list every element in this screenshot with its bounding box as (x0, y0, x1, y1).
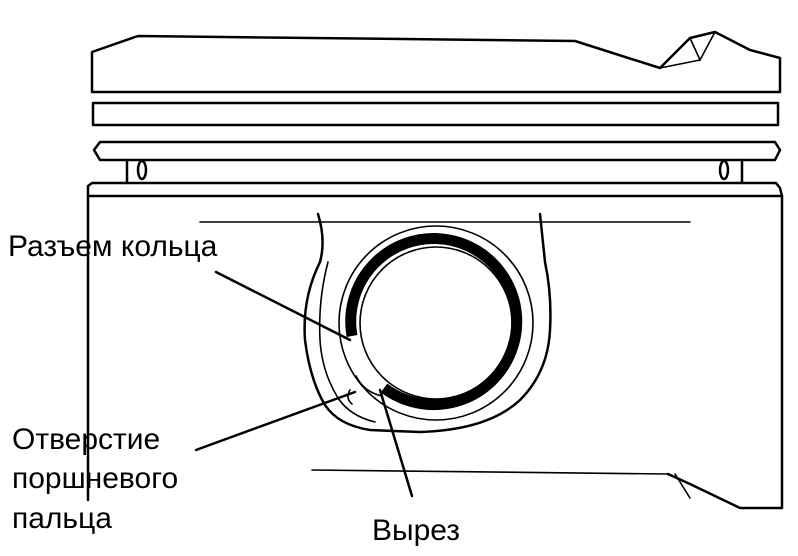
snap-ring-inner-edge (359, 246, 513, 400)
piston-skirt (86, 194, 784, 510)
label-pin-bore-line3: пальца (12, 502, 112, 535)
oil-ring-groove (125, 158, 744, 185)
leader-ring-gap (214, 270, 352, 342)
label-notch: Вырез (372, 514, 460, 547)
label-pin-bore-line2: поршневого (12, 462, 178, 495)
pin-boss-inner-contour (318, 261, 376, 423)
label-ring-gap: Разъем кольца (8, 230, 218, 263)
snap-ring (345, 233, 523, 411)
notch-outline (347, 389, 353, 405)
piston-crown (90, 30, 782, 94)
leader-pin-bore (194, 390, 357, 452)
ring-land-1 (91, 101, 780, 127)
pin-bore-circle (338, 225, 534, 421)
ring-land-2 (92, 140, 782, 162)
leader-notch (378, 388, 414, 498)
label-pin-bore-line1: Отверстие (12, 423, 160, 456)
pin-boss-outline (303, 212, 552, 434)
skirt-top-ledge (86, 181, 784, 198)
notch-mark (355, 375, 383, 397)
